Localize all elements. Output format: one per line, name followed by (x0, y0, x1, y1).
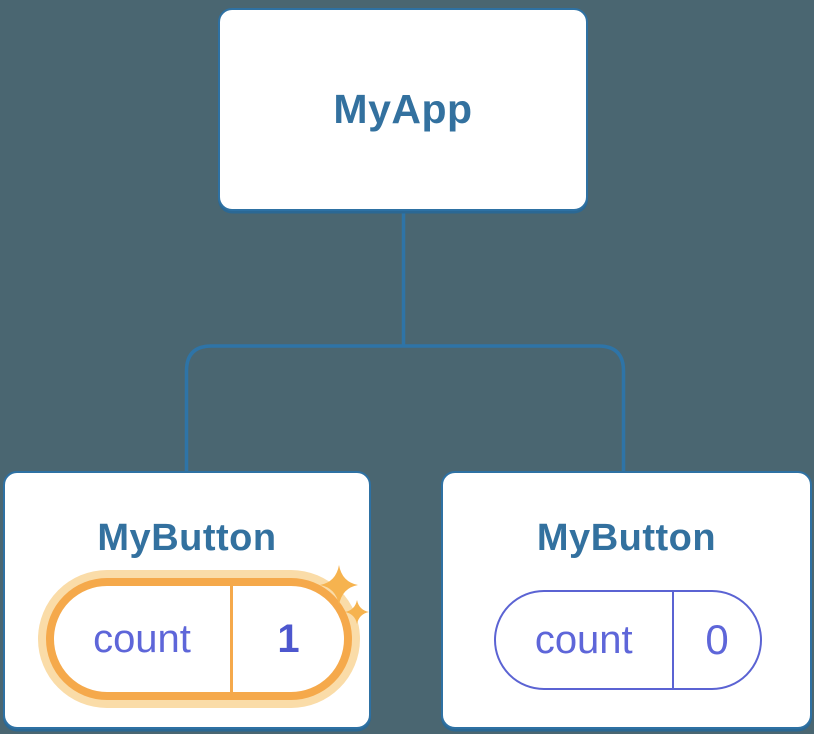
sparkle-small (345, 600, 369, 624)
pill-divider (671, 592, 674, 688)
node-label: MyButton (97, 517, 277, 559)
sparkle-large (320, 565, 358, 605)
state-name: count (534, 617, 633, 662)
state-pill: count 1 (46, 578, 352, 700)
pill-divider (230, 586, 233, 692)
state-pill: count 0 (494, 590, 762, 690)
state-pill-highlighted: count 1 (38, 570, 360, 708)
node-label: MyButton (536, 517, 717, 559)
sparkle-icon (320, 565, 369, 624)
tree-node-myapp: MyApp (218, 8, 588, 211)
state-name: count (93, 616, 191, 661)
node-label: MyApp (333, 86, 473, 132)
connector-branch (184, 344, 626, 472)
tree-node-mybutton-2: MyButton count 0 (441, 471, 812, 729)
state-value: 1 (277, 616, 300, 661)
tree-node-mybutton-1: MyButton count 1 (3, 471, 371, 729)
state-value: 0 (705, 616, 729, 663)
